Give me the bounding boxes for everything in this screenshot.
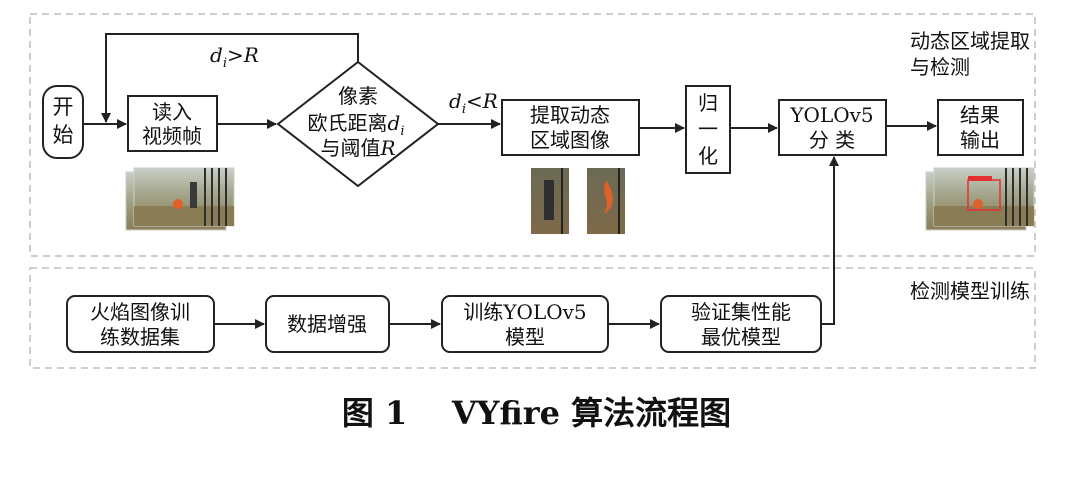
region-dynamic-title-line2: 与检测 bbox=[910, 55, 970, 79]
output-label-1: 结果 bbox=[960, 103, 1000, 127]
normalize-label-3: 化 bbox=[698, 144, 718, 168]
read-frame-label-1: 读入 bbox=[152, 100, 192, 124]
arrow-best-to-classify bbox=[821, 156, 839, 325]
extracted-patch-person bbox=[531, 168, 569, 234]
region-training-title: 检测模型训练 bbox=[910, 279, 1030, 303]
read-frame-label-2: 视频帧 bbox=[142, 124, 202, 148]
normalize-label-1: 归 bbox=[698, 91, 718, 115]
train-label-2: 模型 bbox=[505, 325, 545, 349]
extract-label-1: 提取动态 bbox=[530, 103, 610, 127]
figure-caption: 图 1 VYfire 算法流程图 bbox=[341, 394, 732, 432]
best-model-label-2: 最优模型 bbox=[701, 325, 781, 349]
result-output-node bbox=[937, 99, 1024, 156]
start-label-1: 开 bbox=[53, 95, 74, 119]
extracted-patch-fire bbox=[587, 168, 625, 234]
classify-label-1: YOLOv5 bbox=[789, 103, 873, 127]
read-frame-node bbox=[127, 95, 218, 152]
region-model-training bbox=[29, 267, 1036, 369]
edge-label-greater: di>R bbox=[210, 43, 259, 71]
flowchart: 动态区域提取 与检测 检测模型训练 开 始 读入 视频帧 像素 欧氏距离di 与… bbox=[29, 13, 1036, 369]
arrow-loop-back bbox=[101, 33, 359, 123]
classify-label-2: 分 类 bbox=[809, 128, 855, 152]
best-model-label-1: 验证集性能 bbox=[691, 300, 791, 324]
decision-label-1: 像素 bbox=[338, 84, 378, 108]
fire-dataset-label-2: 练数据集 bbox=[100, 325, 180, 349]
fire-dataset-label-1: 火焰图像训 bbox=[90, 300, 190, 324]
normalize-label-2: 一 bbox=[698, 117, 718, 141]
edge-label-less: di<R bbox=[449, 89, 498, 117]
start-node bbox=[42, 85, 84, 159]
region-dynamic-title-line1: 动态区域提取 bbox=[910, 29, 1030, 53]
decision-label-3: 与阈值R bbox=[320, 136, 395, 160]
output-label-2: 输出 bbox=[960, 128, 1000, 152]
yolov5-classify-node bbox=[778, 99, 887, 156]
detection-output-thumbnails bbox=[925, 167, 1035, 231]
decision-node bbox=[276, 60, 440, 188]
train-label-1: 训练YOLOv5 bbox=[463, 300, 586, 324]
augment-label: 数据增强 bbox=[287, 312, 367, 336]
start-label-2: 始 bbox=[53, 123, 74, 147]
normalize-node bbox=[685, 85, 731, 174]
extract-label-2: 区域图像 bbox=[530, 128, 610, 152]
video-frame-thumbnails bbox=[125, 167, 235, 231]
decision-label-2: 欧氏距离di bbox=[308, 111, 405, 139]
